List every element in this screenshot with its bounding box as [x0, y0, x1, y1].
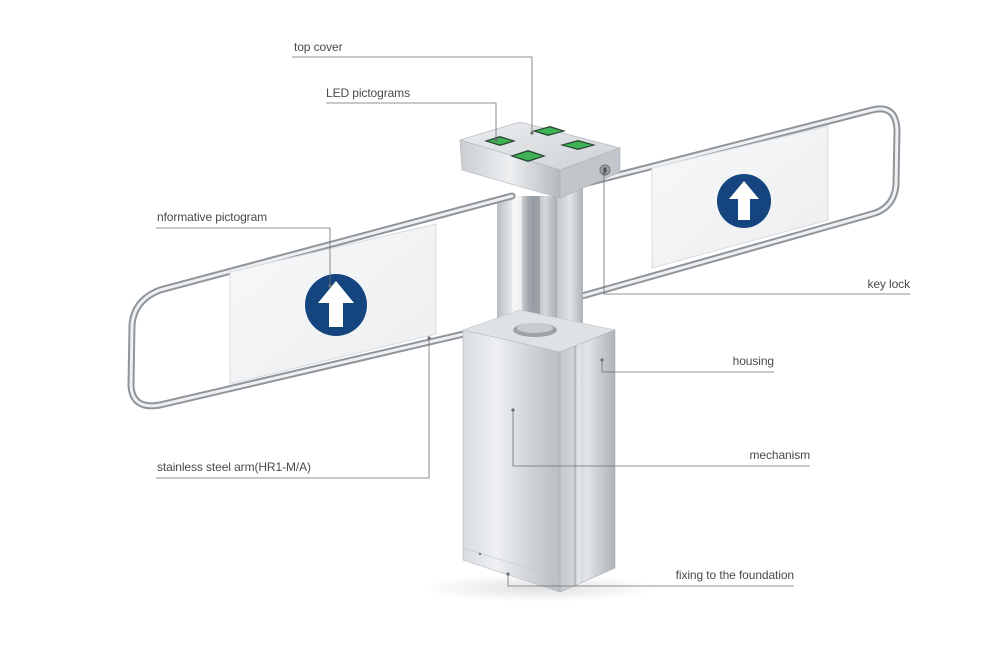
left-arm — [127, 192, 519, 410]
housing — [461, 309, 617, 593]
central-column — [497, 180, 583, 330]
left-arrow-pictogram-icon — [305, 274, 367, 336]
leader-top-cover — [292, 56, 533, 133]
label-housing: housing — [732, 354, 774, 368]
leader-housing — [601, 360, 774, 373]
leader-mechanism — [512, 410, 810, 467]
leader-arm — [156, 338, 430, 479]
label-led-pictograms: LED pictograms — [326, 86, 410, 100]
top-cover — [458, 121, 622, 199]
leader-informative-pictogram — [156, 227, 331, 286]
leader-fixing — [507, 574, 794, 587]
label-mechanism: mechanism — [749, 448, 811, 462]
label-key-lock: key lock — [867, 277, 910, 291]
led-pictogram-icon — [532, 126, 566, 136]
label-top-cover: top cover — [294, 40, 343, 54]
led-pictogram-icon — [510, 150, 546, 162]
label-informative-pictogram: nformative pictogram — [157, 210, 268, 224]
leader-key-lock — [603, 174, 910, 295]
label-fixing-to-foundation: fixing to the foundation — [675, 568, 794, 582]
led-pictogram-icon — [560, 140, 596, 150]
leader-lines — [156, 56, 910, 587]
led-pictogram-icon — [484, 136, 516, 146]
right-arrow-pictogram-icon — [717, 174, 771, 228]
leader-dots — [328, 131, 606, 576]
leader-led-pictograms — [326, 102, 497, 140]
floor-shadow — [420, 574, 660, 602]
label-stainless-steel-arm: stainless steel arm(HR1-M/A) — [157, 460, 311, 474]
right-arm — [556, 105, 901, 300]
